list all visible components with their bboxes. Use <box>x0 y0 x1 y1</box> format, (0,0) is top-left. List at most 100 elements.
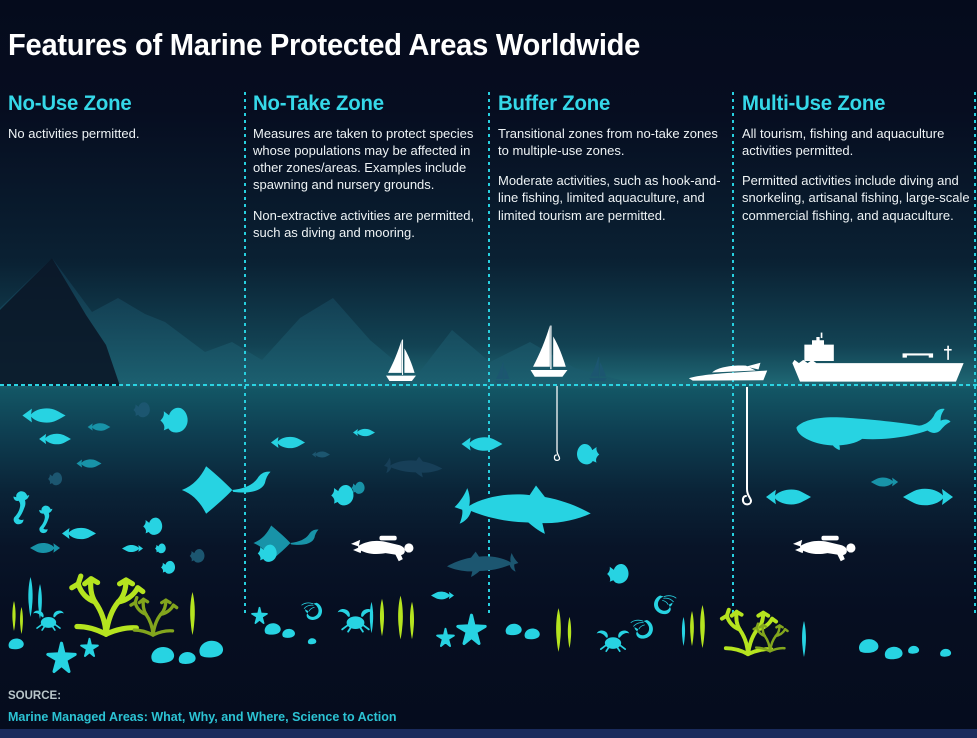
starfish-icon <box>251 606 268 625</box>
kelp-icon <box>699 605 706 648</box>
fish-icon <box>38 432 72 446</box>
zone-column-buffer: Buffer Zone Transitional zones from no-t… <box>498 92 726 237</box>
source-text: Marine Managed Areas: What, Why, and Whe… <box>8 710 397 724</box>
kelp-icon <box>11 601 17 631</box>
tropical-fish-icon <box>184 547 209 565</box>
kelp-icon <box>409 597 415 644</box>
coral-icon <box>716 598 780 658</box>
fish-icon <box>62 526 96 541</box>
starfish-icon <box>46 641 77 674</box>
zone-title: No-Take Zone <box>253 92 384 115</box>
shrimp-icon <box>299 599 324 624</box>
crab-icon <box>596 628 630 654</box>
zone-description: Measures are taken to protect species wh… <box>253 126 474 193</box>
fish-icon <box>431 587 454 604</box>
zone-description: Moderate activities, such as hook-and-li… <box>498 173 721 223</box>
page-title: Features of Marine Protected Areas World… <box>8 26 641 62</box>
fish-icon <box>76 458 102 469</box>
rock-icon <box>281 627 296 639</box>
shark-icon <box>446 551 520 579</box>
zone-divider <box>488 92 490 614</box>
shrimp-icon <box>652 592 679 618</box>
kelp-icon <box>397 589 404 646</box>
fishing-line-icon <box>553 386 561 462</box>
tropical-fish-icon <box>327 482 356 509</box>
scuba-diver-icon <box>792 532 858 565</box>
zone-description: Transitional zones from no-take zones to… <box>498 126 718 159</box>
source-label: SOURCE: <box>8 690 62 702</box>
zone-divider <box>974 92 976 614</box>
kelp-icon <box>27 577 34 617</box>
fish-icon <box>122 543 143 554</box>
crab-icon <box>337 607 374 634</box>
footer-bar <box>0 729 977 738</box>
fish-icon <box>20 406 68 425</box>
rock-icon <box>7 637 25 650</box>
fish-icon <box>901 486 955 508</box>
kelp-icon <box>19 607 24 634</box>
zone-description: Permitted activities include diving and … <box>742 173 970 223</box>
kelp-icon <box>801 621 807 657</box>
fish-icon <box>270 435 306 450</box>
waterline <box>0 384 977 386</box>
rock-icon <box>197 637 225 660</box>
kelp-icon <box>189 592 196 635</box>
zone-description: Non-extractive activities are permitted,… <box>253 207 475 240</box>
zone-title: Multi-Use Zone <box>742 92 886 115</box>
kelp-icon <box>567 615 572 650</box>
rock-icon <box>177 649 197 666</box>
coral-icon <box>750 613 790 657</box>
coral-icon <box>64 560 148 640</box>
rock-icon <box>907 644 920 655</box>
kelp-icon <box>369 601 374 634</box>
rock-icon <box>263 621 282 636</box>
eagle-ray-icon <box>252 520 324 566</box>
rock-icon <box>149 644 176 665</box>
rock-icon <box>939 647 952 658</box>
coral-icon <box>126 584 180 642</box>
starfish-icon <box>456 612 487 647</box>
sperm-whale-icon <box>786 406 958 460</box>
tropical-fish-icon <box>156 404 190 437</box>
kelp-icon <box>379 595 385 640</box>
zone-description: All tourism, fishing and aquaculture act… <box>742 126 945 159</box>
fish-icon <box>30 541 60 555</box>
mountains <box>0 258 660 386</box>
scuba-diver-icon <box>350 532 416 565</box>
fish-icon <box>453 435 511 453</box>
tropical-fish-icon <box>46 470 63 488</box>
tropical-fish-icon <box>602 561 632 587</box>
tropical-fish-icon <box>571 441 607 468</box>
cargo-ship-icon <box>788 331 968 386</box>
kelp-icon <box>689 611 695 646</box>
kelp-icon <box>37 584 43 619</box>
seahorse-icon <box>38 503 53 536</box>
rock-icon <box>857 637 880 654</box>
zone-divider <box>244 92 246 614</box>
zone-description: No activities permitted. <box>8 126 140 141</box>
rock-icon <box>307 637 317 645</box>
starfish-icon <box>436 627 455 648</box>
kelp-icon <box>681 617 686 646</box>
fish-icon <box>312 450 330 459</box>
fish-icon <box>353 426 375 439</box>
rock-icon <box>504 621 523 637</box>
fish-icon <box>766 487 811 507</box>
yacht-icon <box>686 356 772 386</box>
shark-icon <box>452 484 592 538</box>
zone-column-multi-use: Multi-Use Zone All tourism, fishing and … <box>742 92 970 237</box>
tropical-fish-icon <box>349 480 366 496</box>
fishing-line-icon <box>741 386 753 508</box>
zone-title: No-Use Zone <box>8 92 132 115</box>
zone-divider <box>732 92 734 614</box>
rock-icon <box>883 644 904 661</box>
crab-icon <box>32 609 65 632</box>
tropical-fish-icon <box>136 515 168 538</box>
seahorse-icon <box>12 488 30 528</box>
tropical-fish-icon <box>158 559 177 576</box>
tropical-fish-icon <box>153 542 167 555</box>
zone-title: Buffer Zone <box>498 92 611 115</box>
zone-column-no-use: No-Use Zone No activities permitted. <box>8 92 236 155</box>
shrimp-icon <box>628 616 655 643</box>
